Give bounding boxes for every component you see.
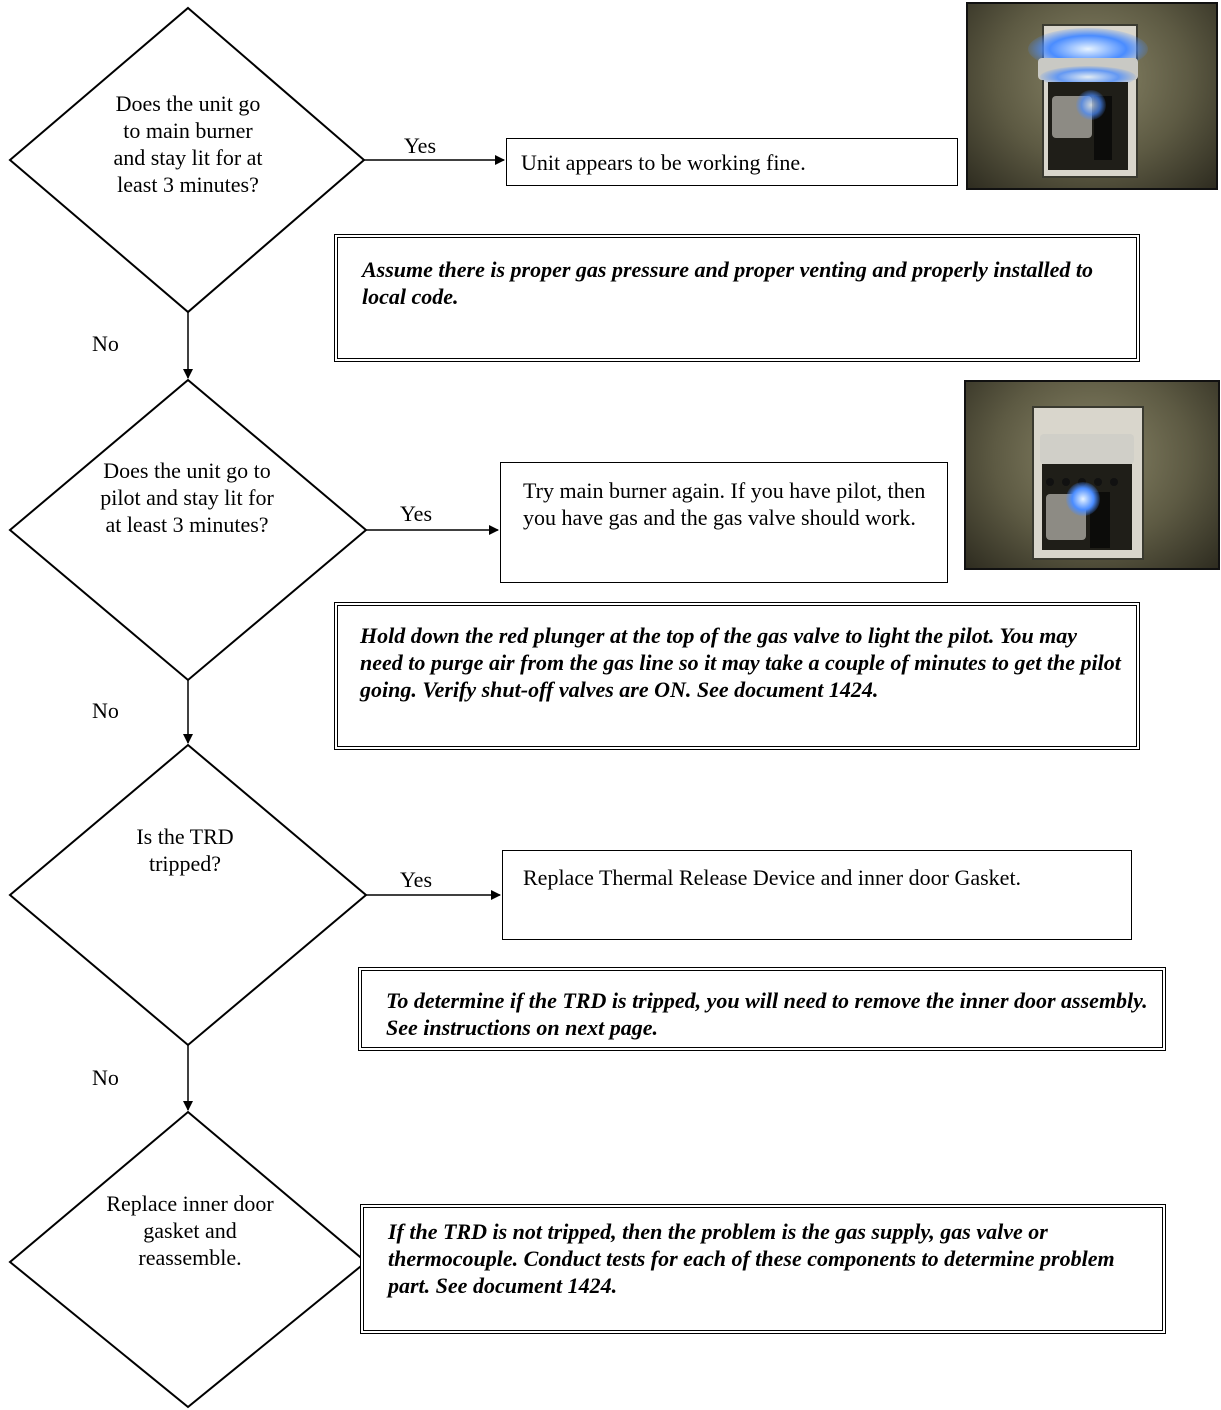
action-box-replace-trd: Replace Thermal Release Device and inner…: [502, 850, 1132, 940]
action-text-1: Unit appears to be working fine.: [521, 150, 806, 175]
note-text-3: To determine if the TRD is tripped, you …: [386, 988, 1148, 1040]
note-red-plunger: Hold down the red plunger at the top of …: [334, 602, 1140, 750]
action-text-2: Try main burner again. If you have pilot…: [523, 478, 926, 530]
decision-text-1: Does the unit go to main burner and stay…: [113, 91, 263, 197]
decision-text-3: Is the TRD tripped?: [136, 824, 234, 876]
no-label-3: No: [92, 1065, 119, 1090]
no-label-1: No: [92, 331, 119, 356]
decision-text-2: Does the unit go to pilot and stay lit f…: [100, 458, 274, 537]
action-box-working-fine: Unit appears to be working fine.: [506, 138, 958, 186]
yes-label-3: Yes: [400, 867, 433, 892]
main-burner-photo: [966, 2, 1218, 190]
yes-label-1: Yes: [404, 133, 437, 158]
action-box-try-main-burner: Try main burner again. If you have pilot…: [500, 462, 948, 583]
decision-diamond-3: [8, 743, 368, 1047]
pilot-flame-photo: [964, 380, 1220, 570]
note-gas-pressure: Assume there is proper gas pressure and …: [334, 234, 1140, 362]
action-text-3: Replace Thermal Release Device and inner…: [523, 865, 1022, 890]
yes-label-2: Yes: [400, 501, 433, 526]
note-text-2: Hold down the red plunger at the top of …: [360, 623, 1121, 702]
note-text-4: If the TRD is not tripped, then the prob…: [388, 1219, 1115, 1298]
decision-diamond-4: [8, 1110, 368, 1409]
note-trd-not-tripped: If the TRD is not tripped, then the prob…: [360, 1204, 1166, 1334]
note-text-1: Assume there is proper gas pressure and …: [362, 257, 1093, 309]
note-trd-tripped: To determine if the TRD is tripped, you …: [358, 967, 1166, 1051]
decision-text-4: Replace inner door gasket and reassemble…: [106, 1191, 274, 1270]
no-label-2: No: [92, 698, 119, 723]
